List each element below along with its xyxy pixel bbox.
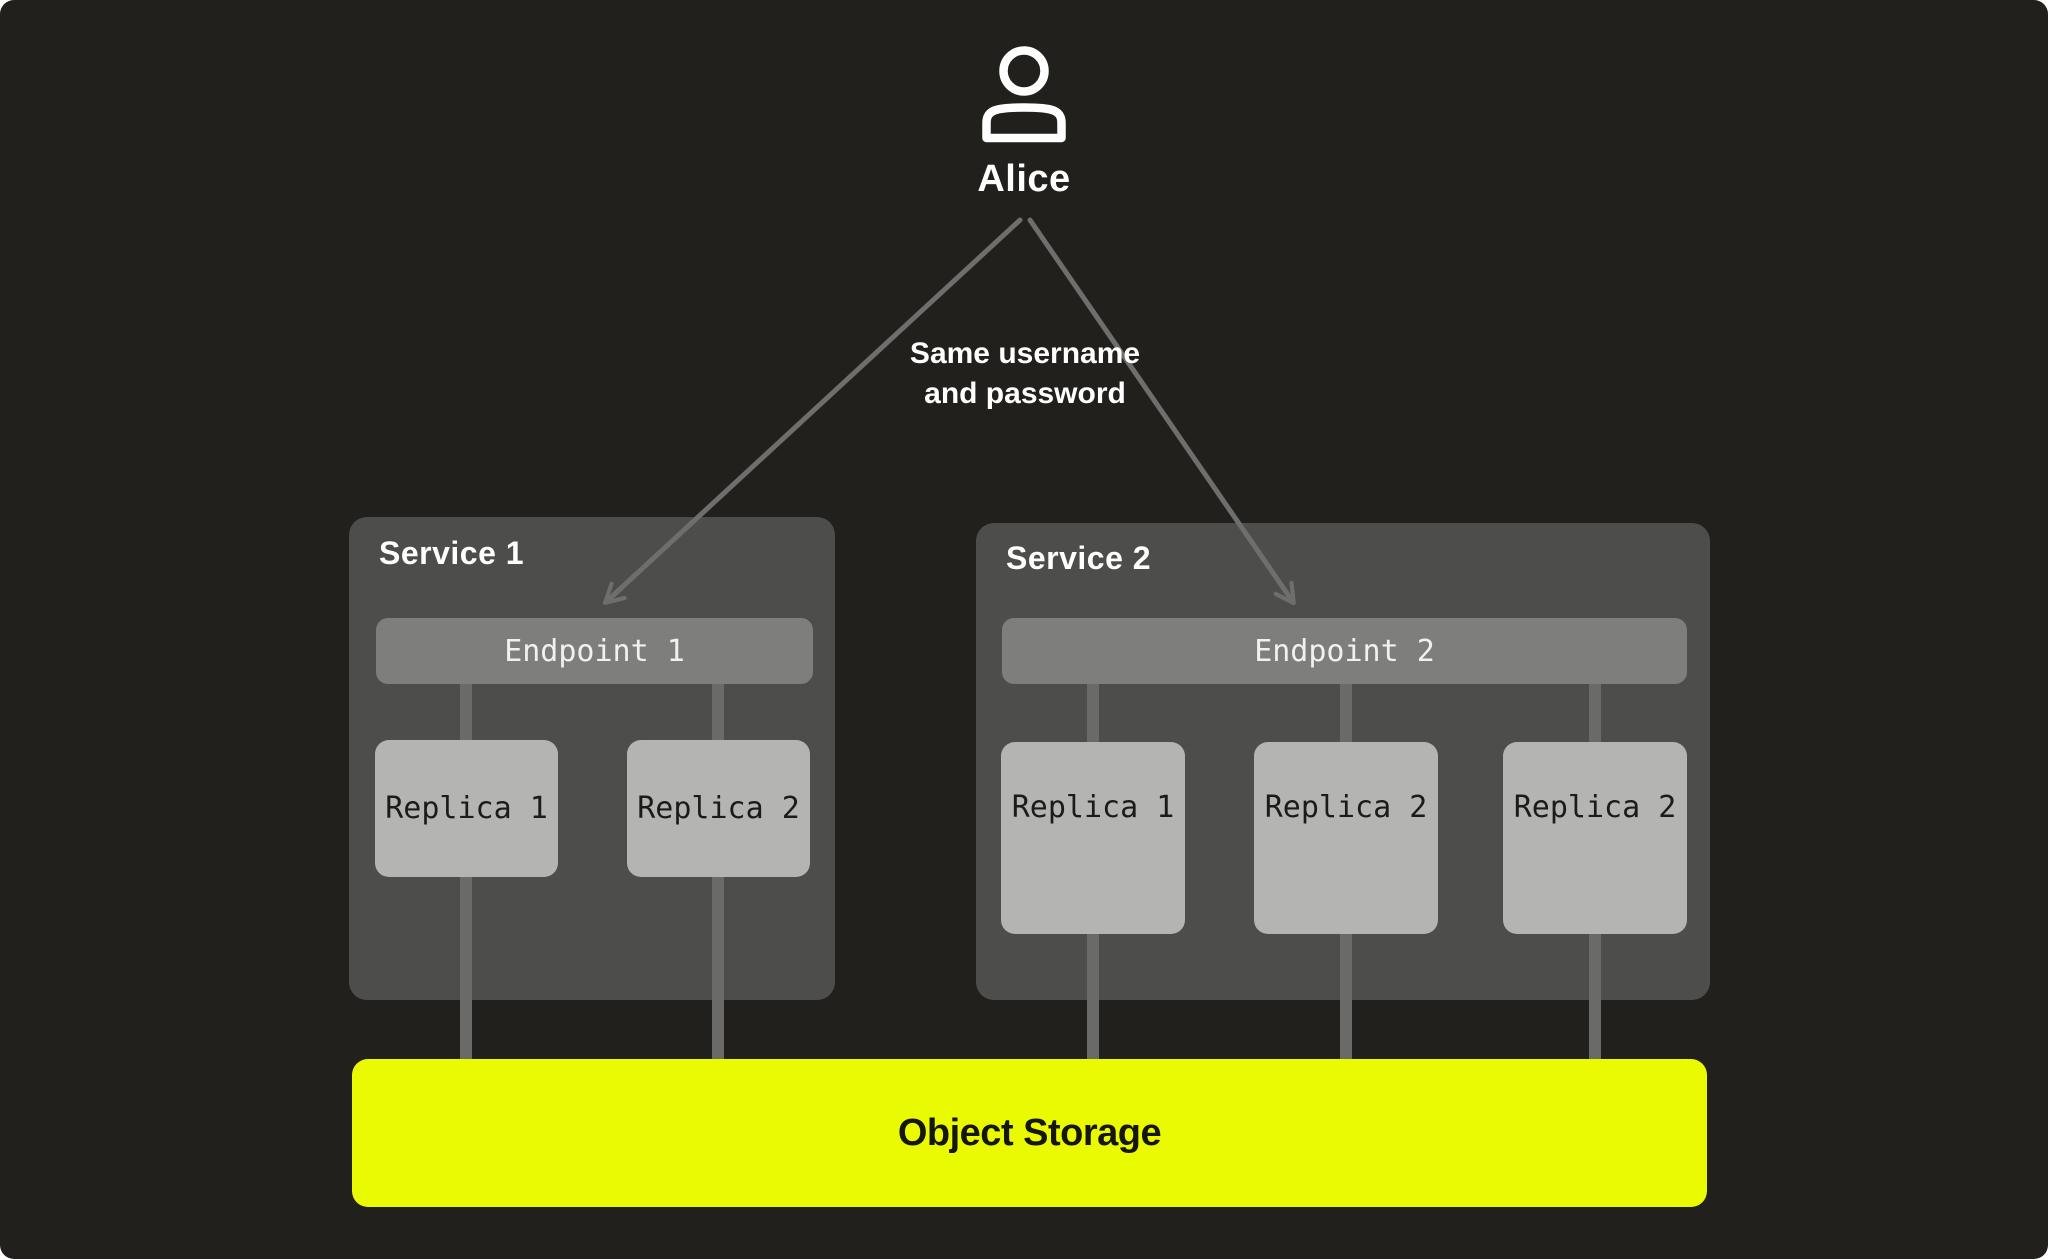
person-icon [982,46,1066,143]
object-storage-box: Object Storage [352,1059,1707,1207]
service2-replica3-box: Replica 2 [1503,742,1687,934]
service1-title: Service 1 [379,535,525,571]
service1-replica1-box: Replica 1 [375,740,558,877]
annotation-line1: Same username [909,337,1141,370]
credentials-annotation: Same username and password [910,334,1140,414]
endpoint2-box: Endpoint 2 [1002,618,1687,684]
service2-replica1-box: Replica 1 [1001,742,1185,934]
service2-replica2-box: Replica 2 [1254,742,1438,934]
arrow-to-endpoint2 [1027,217,1296,606]
service2-title: Service 2 [1006,540,1152,576]
credential-arrows [602,217,1296,606]
service1-replica2-box: Replica 2 [627,740,810,877]
arrow-to-endpoint1 [602,217,1023,605]
user-label: Alice [977,158,1071,200]
endpoint1-box: Endpoint 1 [376,618,813,684]
annotation-line2: and password [924,377,1126,410]
